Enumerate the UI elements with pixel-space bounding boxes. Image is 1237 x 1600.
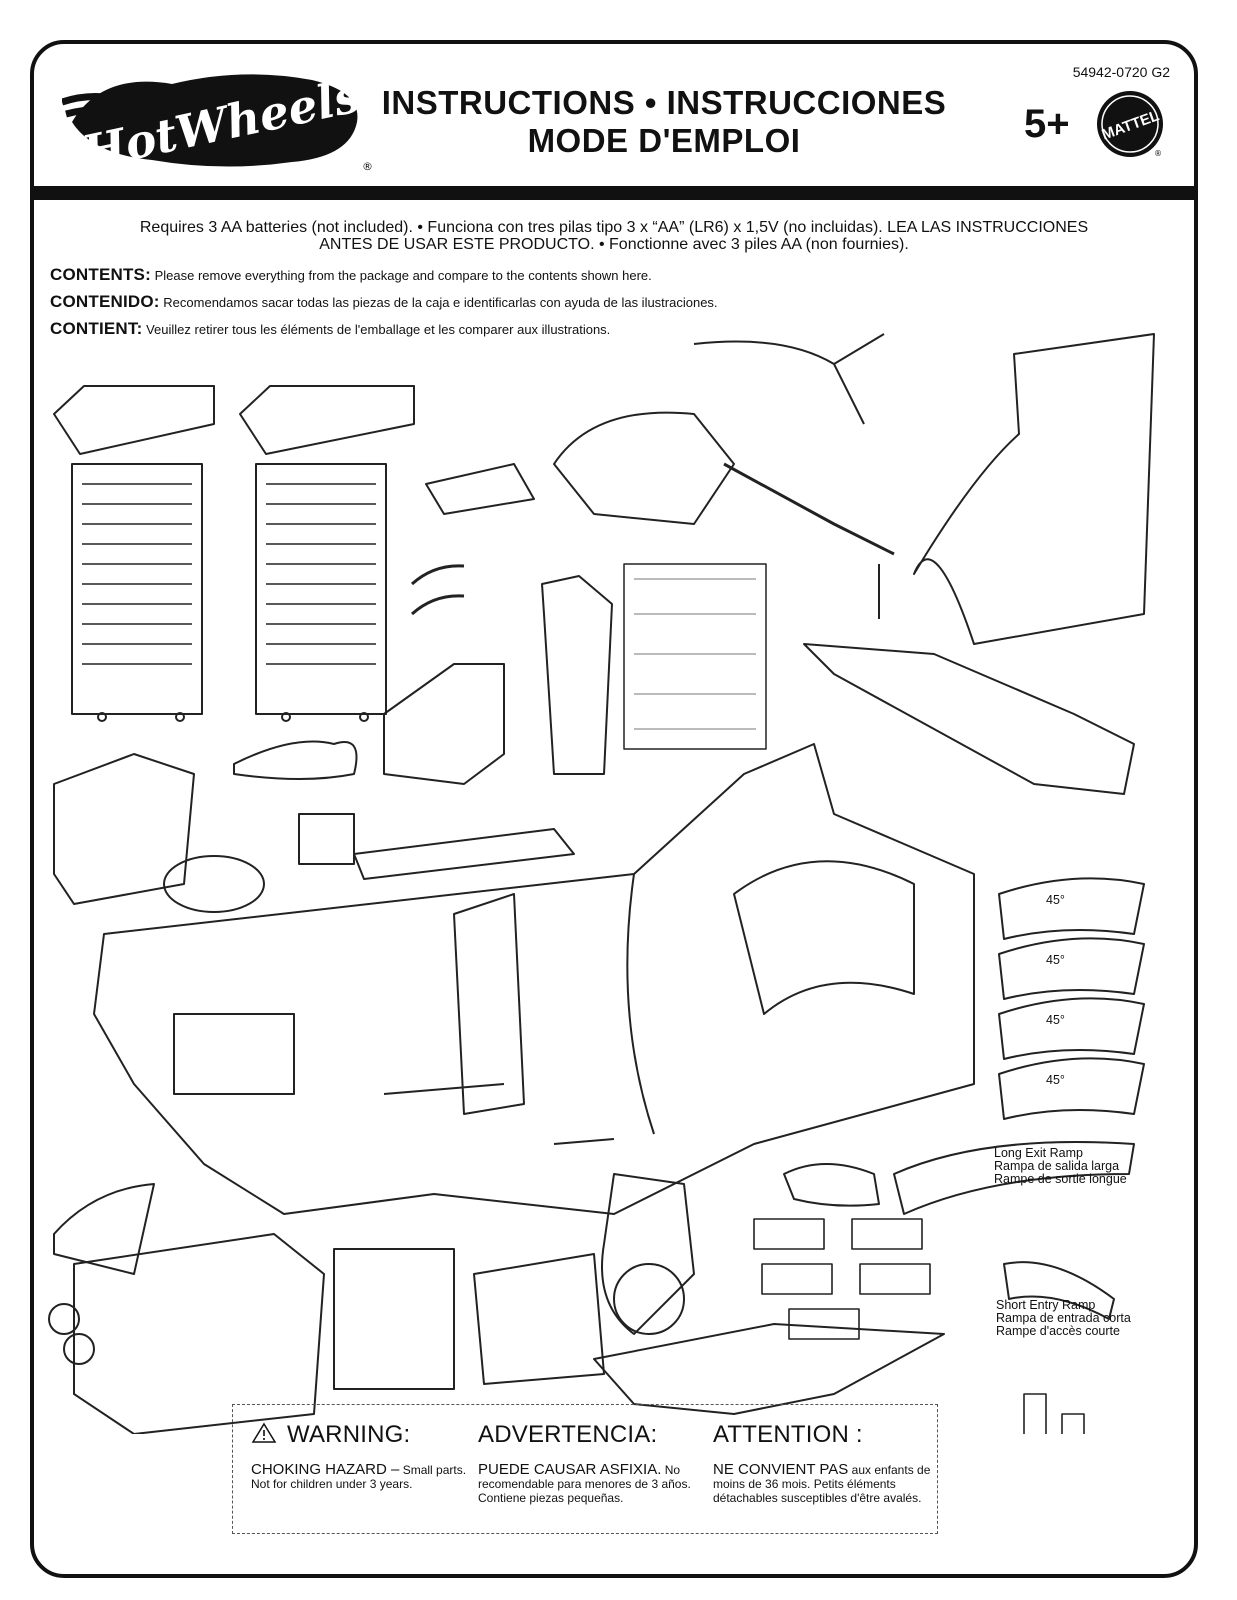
page-title: INSTRUCTIONS • INSTRUCCIONES MODE D'EMPL…: [364, 84, 964, 160]
warning-en: WARNING: CHOKING HAZARD – Small parts. N…: [251, 1421, 467, 1491]
turbine-piece: [601, 1173, 695, 1335]
svg-text:®: ®: [362, 160, 372, 173]
toy-car: [783, 1163, 880, 1207]
pillar-piece: [541, 575, 613, 775]
contents-es: CONTENIDO: Recomendamos sacar todas las …: [50, 292, 718, 311]
short-entry-ramp: [1003, 1261, 1115, 1320]
bridge-ramp: [803, 643, 1135, 795]
pod-piece: [163, 855, 265, 913]
engine-garage: [48, 1233, 325, 1434]
hot-wheels-logo: HotWheels ®: [62, 68, 372, 174]
short-entry-ramp-label: Short Entry Ramp Rampa de entrada corta …: [996, 1298, 1131, 1338]
mattel-logo: MATTEL ®: [1097, 91, 1163, 158]
long-exit-ramp: [893, 1141, 1135, 1215]
parking-tower-right: [255, 463, 387, 722]
warning-fr: ATTENTION : NE CONVIENT PAS aux enfants …: [713, 1421, 931, 1505]
garage-piece: [53, 753, 195, 905]
parking-building: [333, 1248, 455, 1390]
svg-text:®: ®: [1154, 149, 1162, 158]
battery-pack: [298, 813, 355, 865]
sticker-sheet: [623, 563, 767, 750]
title-line-2: MODE D'EMPLOI: [527, 122, 801, 159]
contents-en: CONTENTS: Please remove everything from …: [50, 265, 652, 284]
main-playset-base: [93, 743, 975, 1215]
helicopter: [553, 333, 895, 619]
parts-illustration: [48, 333, 1155, 1434]
tower-cap-left: [53, 385, 215, 455]
swoosh-piece: [233, 740, 358, 780]
car-lift: [473, 1253, 605, 1385]
header-divider: [34, 186, 1194, 200]
spiral-ramp: [913, 333, 1155, 645]
contents-fr: CONTIENT: Veuillez retirer tous les élém…: [50, 319, 611, 338]
instruction-sheet: HotWheels ® INSTRUCTIONS • INSTRUCCIONES…: [30, 40, 1198, 1578]
age-rating: 5+: [1024, 102, 1070, 146]
shield-piece: [53, 1183, 155, 1275]
warning-es: ADVERTENCIA: PUEDE CAUSAR ASFIXIA. No re…: [478, 1421, 691, 1505]
curve-label: 45°: [1046, 893, 1065, 907]
launcher-piece: [425, 463, 535, 515]
warning-triangle-icon: [251, 1422, 277, 1443]
curve-label: 45°: [1046, 1013, 1065, 1027]
clip-pieces: [410, 564, 465, 616]
tower-cap-right: [239, 385, 415, 455]
jet-wing: [593, 1323, 945, 1415]
parking-tower-left: [71, 463, 203, 722]
battery-notice: Requires 3 AA batteries (not included). …: [139, 219, 1089, 253]
support-posts: [1023, 1393, 1085, 1434]
header: HotWheels ® INSTRUCTIONS • INSTRUCCIONES…: [34, 44, 1194, 186]
title-line-1: INSTRUCTIONS • INSTRUCCIONES: [381, 84, 947, 121]
connector-clips: [753, 1218, 931, 1340]
long-exit-ramp-label: Long Exit Ramp Rampa de salida larga Ram…: [994, 1146, 1127, 1186]
curve-label: 45°: [1046, 1073, 1065, 1087]
station-building: [383, 663, 505, 785]
warning-box: WARNING: CHOKING HAZARD – Small parts. N…: [232, 1404, 938, 1534]
curve-track-pieces: [998, 877, 1145, 1120]
contents-instructions: CONTENTS: Please remove everything from …: [50, 262, 718, 343]
product-code: 54942-0720 G2: [1072, 64, 1170, 80]
curve-label: 45°: [1046, 953, 1065, 967]
